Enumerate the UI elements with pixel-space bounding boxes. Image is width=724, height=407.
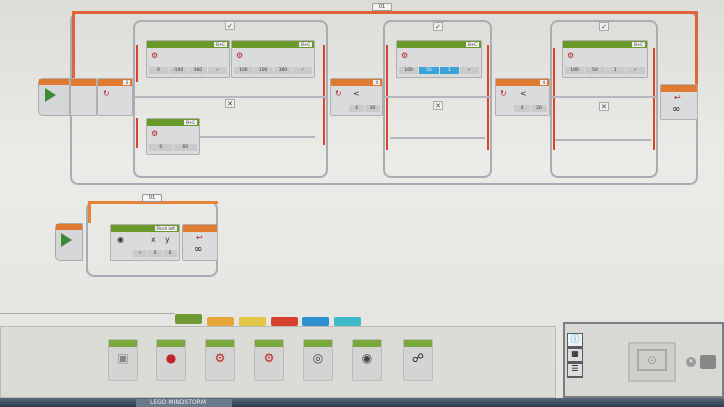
loop-1-end[interactable]: ↩ ∞ [660,84,698,120]
palette-tab-sensor[interactable] [239,317,266,326]
palette-tab-myblocks[interactable] [334,317,361,326]
palette-tab-action[interactable] [175,314,202,324]
taskbar-app-button[interactable]: LEGO MINDSTORM [136,399,232,407]
start-block[interactable] [38,78,70,116]
tank-icon: ⚙ [236,51,244,60]
palette-tab-data[interactable] [271,317,298,326]
loop-1-label[interactable]: 01 [372,3,392,11]
wait-block-1[interactable]: 3 ↻ [97,78,133,116]
brick-image [628,342,676,382]
palette-display[interactable]: ◎ [303,339,333,381]
palette-large-motor[interactable]: ● [156,339,186,381]
device-icon [700,355,716,369]
switch-1-true-case[interactable]: ✓ [225,21,235,30]
switch-1-false-case[interactable]: ✕ [225,99,235,108]
wait-icon: ↻ [103,89,110,98]
tank-icon: ⚙ [151,51,159,60]
compare-symbol: < [353,89,360,98]
disconnected-icon: ✕ [686,357,696,367]
loop-1-top-bar [72,11,698,14]
switch-2-true-case[interactable]: ✓ [433,22,443,31]
palette-tab-advanced[interactable] [302,317,329,326]
palette-move-tank[interactable]: ⚙ [254,339,284,381]
play-icon [61,233,72,247]
loop-2-end[interactable]: ↩ ∞ [182,224,218,261]
display-icon: ◉ [117,235,124,244]
switch-3[interactable] [550,20,658,178]
brick-info-tab[interactable]: ⓘ [568,334,582,346]
palette-sound[interactable]: ◉ [352,339,382,381]
palette-tab-flow[interactable] [207,317,234,326]
loop-2-label[interactable]: 01 [142,194,162,202]
brick-screen-icon: ⊙ [637,349,667,371]
switch-2[interactable] [383,20,492,178]
palette-medium-motor[interactable]: ▣ [108,339,138,381]
play-icon [45,88,56,102]
loop-1-right-bar [695,11,698,91]
loop-1-start [70,78,97,116]
palette-move-steering[interactable]: ⚙ [205,339,235,381]
available-bricks-tab[interactable]: ☰ [568,364,582,376]
palette-brick-status-light[interactable]: ☍ [403,339,433,381]
port-view-tab[interactable]: ▦ [568,349,582,361]
palette-divider [0,313,175,314]
switch-3-false-case[interactable]: ✕ [599,102,609,111]
tank-icon: ⚙ [151,129,159,138]
switch-2-false-case[interactable]: ✕ [433,101,443,110]
taskbar [0,398,724,407]
loop-return-icon: ↩ [674,93,681,102]
switch-3-true-case[interactable]: ✓ [599,22,609,31]
loop-1-left-bar [72,11,75,79]
infinity-icon: ∞ [672,104,681,115]
